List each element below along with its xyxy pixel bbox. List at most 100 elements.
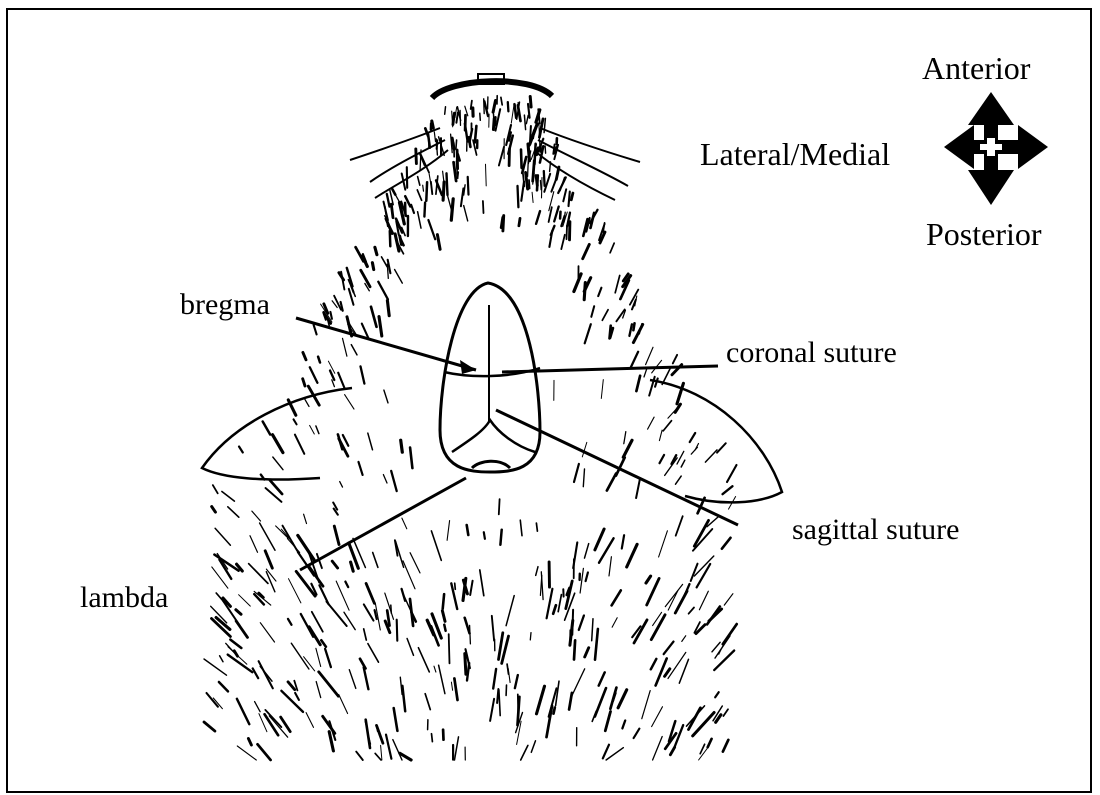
fur-stroke: [664, 642, 674, 655]
fur-stroke: [312, 612, 323, 632]
fur-stroke: [567, 226, 568, 240]
fur-stroke: [288, 682, 295, 690]
fur-stroke: [547, 589, 553, 619]
fur-stroke: [521, 182, 524, 201]
fur-stroke: [381, 745, 382, 760]
fur-stroke: [580, 568, 583, 593]
fur-stroke: [378, 282, 388, 300]
fur-stroke: [383, 475, 387, 483]
fur-stroke: [294, 419, 297, 424]
fur-stroke: [705, 450, 717, 462]
fur-stroke: [554, 708, 555, 714]
fur-stroke: [591, 213, 595, 228]
fur-stroke: [665, 458, 678, 476]
fur-stroke: [615, 276, 620, 293]
fur-stroke: [554, 207, 559, 222]
lateral-medial-label: Lateral/Medial: [700, 138, 890, 170]
fur-stroke: [456, 113, 458, 123]
fur-stroke: [418, 212, 421, 228]
fur-stroke: [648, 417, 655, 429]
fur-stroke: [607, 474, 616, 491]
fur-stroke: [537, 686, 545, 714]
fur-stroke: [601, 380, 603, 399]
fur-stroke: [660, 455, 665, 463]
fur-stroke: [288, 619, 292, 625]
sagittal-suture-label: sagittal suture: [792, 515, 959, 545]
fur-stroke: [237, 746, 256, 760]
fur-stroke: [682, 636, 686, 642]
fur-stroke: [540, 575, 541, 595]
fur-stroke: [364, 629, 367, 640]
fur-stroke: [553, 605, 556, 613]
fur-stroke: [436, 176, 438, 194]
fur-stroke: [402, 518, 407, 529]
fur-stroke: [480, 113, 481, 120]
fur-stroke: [542, 178, 543, 198]
fur-stroke: [569, 192, 570, 207]
fur-stroke: [453, 113, 455, 125]
fur-stroke: [612, 590, 621, 605]
anterior-label: Anterior: [922, 52, 1030, 84]
fur-stroke: [356, 752, 363, 760]
fur-stroke: [618, 690, 627, 708]
left-ear: [202, 388, 352, 480]
fur-stroke: [673, 355, 677, 364]
fur-stroke: [595, 529, 604, 550]
fur-stroke: [443, 182, 444, 200]
fur-stroke: [622, 721, 625, 729]
fur-stroke: [417, 190, 421, 200]
fur-stroke: [536, 211, 540, 224]
fur-stroke: [234, 651, 237, 656]
fur-stroke: [665, 669, 670, 677]
fur-stroke: [508, 102, 509, 111]
fur-stroke: [386, 735, 391, 759]
fur-stroke: [344, 612, 355, 629]
fur-stroke: [636, 376, 640, 391]
fur-stroke: [723, 486, 733, 494]
fur-stroke: [301, 614, 313, 637]
fur-stroke: [500, 530, 501, 545]
fur-stroke: [501, 97, 502, 105]
fur-stroke: [631, 352, 638, 368]
fur-stroke: [384, 390, 388, 403]
fur-stroke: [571, 193, 573, 200]
fur-stroke: [410, 448, 412, 469]
fur-stroke: [529, 180, 530, 189]
fur-stroke: [518, 697, 520, 725]
fur-stroke: [423, 185, 424, 191]
fur-stroke: [281, 691, 303, 712]
fur-stroke: [579, 616, 584, 630]
fur-stroke: [675, 725, 683, 746]
fur-stroke: [642, 691, 650, 719]
fur-stroke: [592, 619, 593, 641]
fur-stroke: [547, 706, 553, 737]
fur-stroke: [228, 507, 239, 517]
fur-stroke: [410, 553, 420, 573]
fur-stroke: [603, 745, 609, 759]
fur-stroke: [273, 435, 283, 453]
fur-stroke: [220, 656, 223, 662]
bregma-pointer: [296, 318, 476, 370]
fur-stroke: [259, 661, 273, 688]
fur-stroke: [310, 425, 315, 434]
fur-stroke: [647, 578, 659, 605]
fur-stroke: [551, 226, 555, 235]
fur-stroke: [526, 115, 528, 123]
fur-stroke: [431, 531, 441, 561]
fur-stroke: [319, 585, 328, 604]
fur-stroke: [281, 717, 291, 732]
fur-stroke: [458, 172, 459, 178]
fur-stroke: [239, 595, 251, 606]
fur-stroke: [295, 693, 299, 700]
fur-stroke: [582, 442, 587, 457]
fur-stroke: [207, 693, 218, 707]
fur-stroke: [325, 649, 331, 667]
fur-stroke: [439, 665, 445, 693]
fur-stroke: [530, 126, 531, 144]
fur-stroke: [599, 672, 605, 685]
fur-stroke: [343, 435, 349, 446]
fur-stroke: [418, 177, 420, 186]
fur-stroke: [351, 345, 357, 355]
fur-stroke: [515, 675, 518, 688]
fur-stroke: [444, 625, 445, 631]
